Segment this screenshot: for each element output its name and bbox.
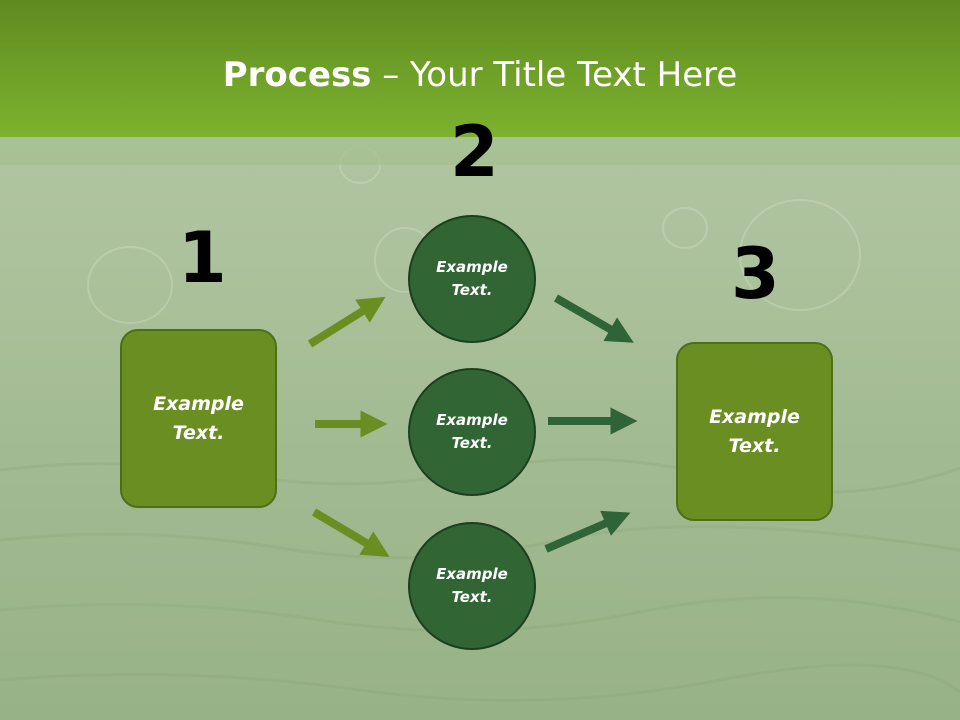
step-number-3: 3	[731, 233, 780, 315]
title-band	[0, 137, 960, 165]
left-step-box: Example Text.	[120, 329, 277, 508]
circle-1-line1: Example	[436, 258, 508, 276]
process-circle-1: Example Text.	[408, 215, 536, 343]
circle-2-line2: Text.	[451, 434, 493, 452]
arrow-from-circle-1	[554, 294, 634, 343]
arrow-from-circle-3	[544, 510, 631, 553]
circle-1-line2: Text.	[451, 281, 493, 299]
right-step-box: Example Text.	[676, 342, 833, 521]
step-number-2: 2	[450, 111, 499, 193]
process-circle-2: Example Text.	[408, 368, 536, 496]
circle-3-line2: Text.	[451, 588, 493, 606]
title-bar	[0, 0, 960, 137]
bubble-decoration	[87, 246, 173, 324]
title-rest: – Your Title Text Here	[371, 55, 738, 95]
left-box-line1: Example	[153, 392, 244, 415]
slide-title: Process – Your Title Text Here	[0, 52, 960, 98]
circle-3-line1: Example	[436, 565, 508, 583]
process-circle-3: Example Text.	[408, 522, 536, 650]
arrow-to-circle-3	[311, 508, 390, 557]
right-box-line1: Example	[709, 405, 800, 428]
right-box-line2: Text.	[728, 434, 781, 457]
bubble-decoration	[662, 207, 708, 249]
left-box-line2: Text.	[172, 421, 225, 444]
step-number-1: 1	[178, 217, 227, 299]
arrow-to-circle-1	[307, 296, 386, 348]
title-bold: Process	[222, 55, 372, 95]
circle-2-line1: Example	[436, 411, 508, 429]
bubble-decoration	[739, 199, 861, 311]
